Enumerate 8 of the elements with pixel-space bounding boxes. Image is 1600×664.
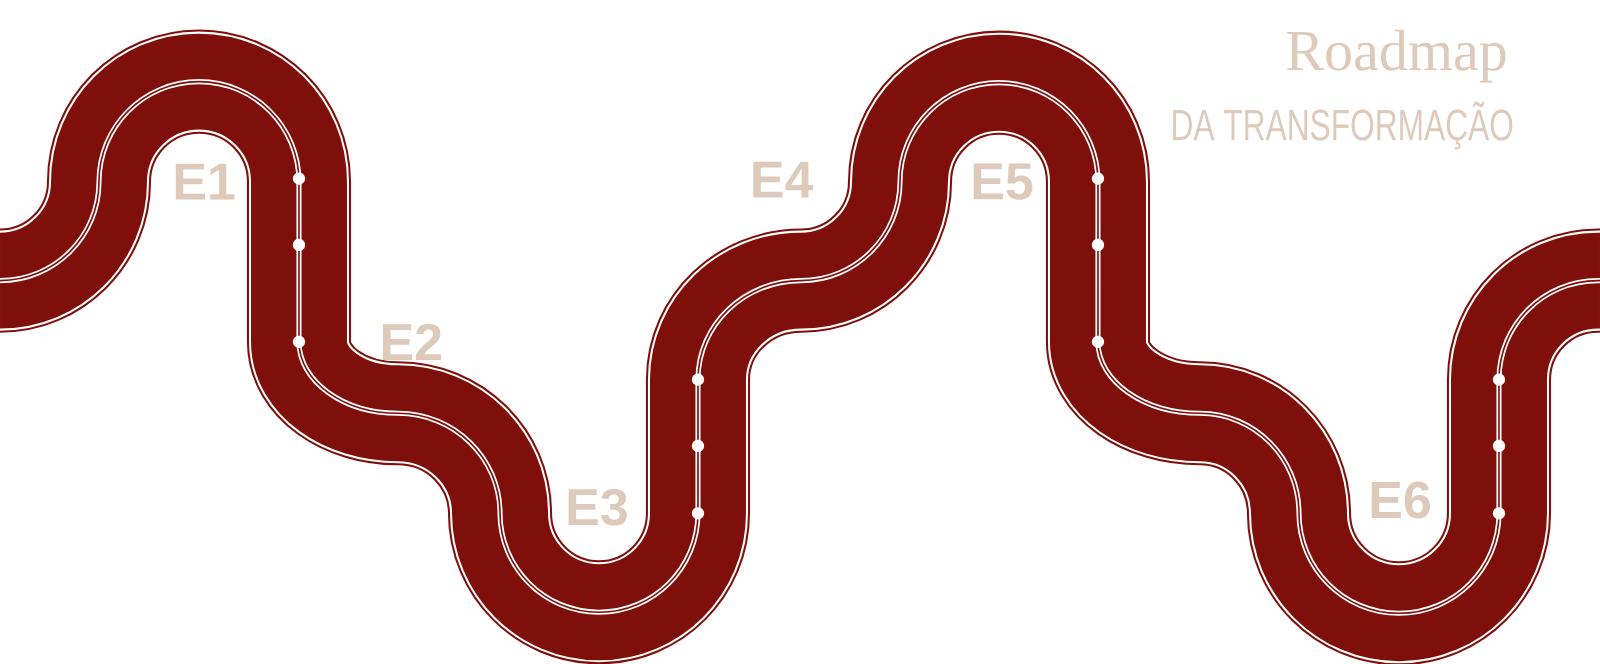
subtitle: DA TRANSFORMAÇÃO (1173, 101, 1513, 150)
stage-label: E3 (568, 488, 627, 526)
stage-label: E4 (753, 161, 814, 198)
stage-label: E1 (175, 163, 235, 200)
stage-label: E6 (1371, 481, 1430, 519)
stage-label: E5 (973, 163, 1033, 200)
stage-label: E2 (382, 323, 441, 360)
title: Roadmap (1287, 29, 1506, 83)
